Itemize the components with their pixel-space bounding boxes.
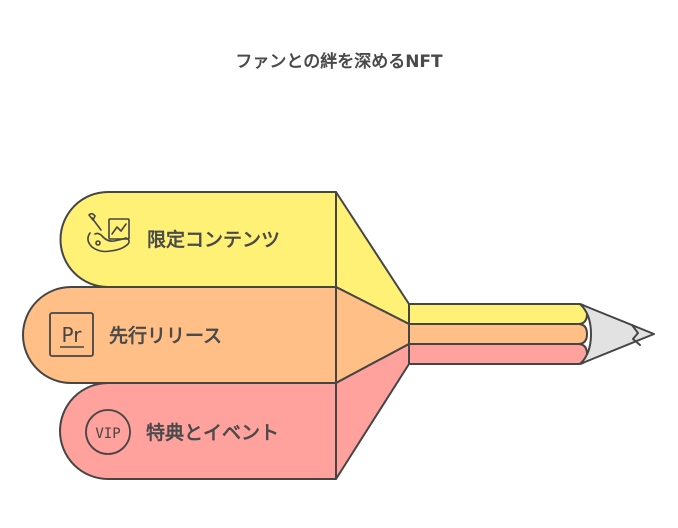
item-exclusive-content: 限定コンテンツ (59, 191, 337, 288)
item-early-release: Pr 先行リリース (22, 286, 337, 384)
pencil-tip (579, 303, 655, 365)
item-perks-events-bg (59, 382, 337, 480)
vip-badge-icon: VIP (85, 409, 131, 455)
artwork-icon (87, 212, 130, 253)
item-perks-events: VIP 特典とイベント (59, 382, 337, 480)
pencil-stripe-yellow (408, 303, 588, 325)
pencil-stripe-red (408, 343, 588, 365)
pencil-stripe-orange (408, 323, 588, 345)
premiere-pro-icon: Pr (49, 312, 94, 357)
diagram-title: ファンとの絆を深めるNFT (235, 51, 443, 72)
pencil-tip-break (631, 324, 641, 346)
item-exclusive-content-label: 限定コンテンツ (147, 228, 280, 251)
premiere-pro-icon-text: Pr (62, 323, 83, 347)
item-early-release-label: 先行リリース (109, 324, 222, 347)
item-exclusive-content-bg (59, 191, 337, 288)
item-perks-events-label: 特典とイベント (146, 421, 279, 444)
vip-badge-icon-text: VIP (95, 426, 120, 442)
item-early-release-bg (22, 286, 337, 384)
